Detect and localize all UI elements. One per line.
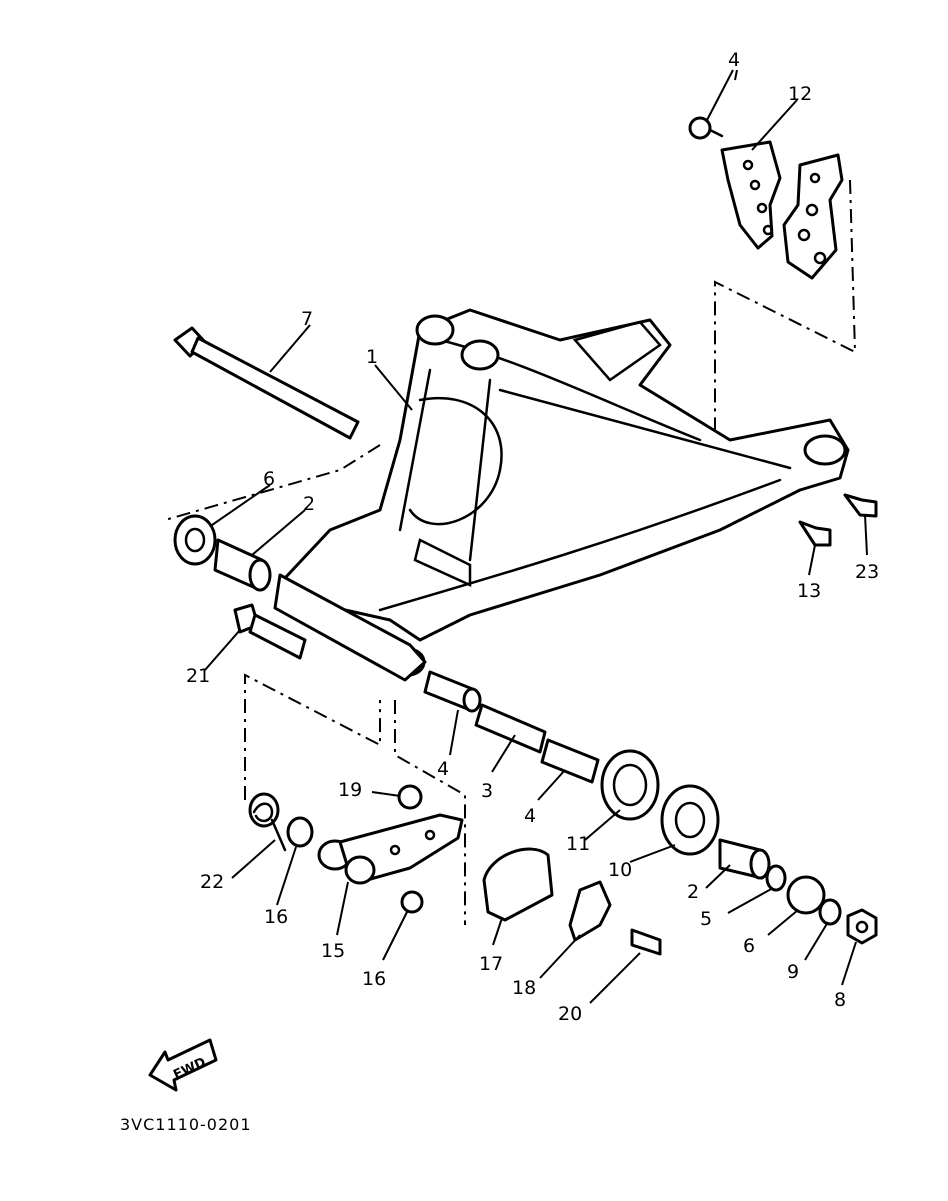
collar-2-left bbox=[213, 538, 272, 592]
callout-23: 23 bbox=[855, 561, 879, 583]
bushing-4-a bbox=[423, 670, 482, 713]
callout-16-a: 16 bbox=[264, 906, 288, 928]
callout-2-left: 2 bbox=[303, 493, 315, 515]
lower-guide-line-right bbox=[394, 700, 466, 925]
bearing-11 bbox=[600, 749, 660, 821]
bolt-13 bbox=[798, 520, 832, 547]
callout-6-left: 6 bbox=[263, 468, 275, 490]
reference-code: 3VC1110-0201 bbox=[120, 1115, 252, 1134]
lever-15 bbox=[317, 813, 464, 885]
callout-1: 1 bbox=[366, 346, 378, 368]
callout-19: 19 bbox=[338, 779, 362, 801]
seal-6-left bbox=[173, 514, 217, 566]
callout-4-b: 4 bbox=[524, 805, 536, 827]
callout-labels: 4 12 7 1 6 2 23 13 21 4 3 19 4 11 10 2 2… bbox=[186, 49, 879, 1025]
bracket-assembly-12 bbox=[688, 116, 844, 280]
leader-lines bbox=[204, 69, 868, 1004]
callout-6-right: 6 bbox=[743, 935, 755, 957]
callout-7: 7 bbox=[301, 308, 313, 330]
swingarm-frame bbox=[273, 308, 850, 682]
callout-4-a: 4 bbox=[437, 758, 449, 780]
callout-11: 11 bbox=[566, 833, 590, 855]
washer-5 bbox=[765, 864, 787, 892]
callout-17: 17 bbox=[479, 953, 503, 975]
bush-16-b bbox=[400, 890, 424, 914]
bolt-21 bbox=[233, 603, 307, 660]
spring-22 bbox=[248, 792, 287, 852]
collar-19 bbox=[397, 784, 423, 810]
lower-guide-line-left bbox=[244, 673, 381, 800]
bracket-18 bbox=[568, 880, 612, 942]
callout-5: 5 bbox=[700, 908, 712, 930]
callout-16-b: 16 bbox=[362, 968, 386, 990]
callout-2-right: 2 bbox=[687, 881, 699, 903]
callout-3: 3 bbox=[481, 780, 493, 802]
callout-8: 8 bbox=[834, 989, 846, 1011]
bolt-23 bbox=[843, 493, 878, 518]
callout-12: 12 bbox=[788, 83, 812, 105]
washer-9 bbox=[818, 898, 842, 926]
bush-16-a bbox=[286, 816, 314, 848]
callout-18: 18 bbox=[512, 977, 536, 999]
fwd-arrow-icon: FWD bbox=[148, 1038, 218, 1092]
callout-13: 13 bbox=[797, 580, 821, 602]
callout-9: 9 bbox=[787, 961, 799, 983]
guard-17 bbox=[482, 847, 554, 922]
callout-21: 21 bbox=[186, 665, 210, 687]
callout-22: 22 bbox=[200, 871, 224, 893]
shaft-3 bbox=[474, 703, 547, 754]
callout-4-top: 4 bbox=[728, 49, 740, 71]
seal-10 bbox=[660, 784, 720, 856]
cap-6-right bbox=[786, 875, 826, 915]
callout-10: 10 bbox=[608, 859, 632, 881]
nut-8 bbox=[846, 908, 878, 945]
callout-15: 15 bbox=[321, 940, 345, 962]
bolt-20 bbox=[630, 928, 662, 956]
bushing-4-b bbox=[540, 738, 600, 784]
pivot-bolt-7 bbox=[173, 326, 360, 440]
callout-20: 20 bbox=[558, 1003, 582, 1025]
bracket-guide-line bbox=[714, 179, 857, 430]
collar-2-right bbox=[718, 838, 771, 880]
